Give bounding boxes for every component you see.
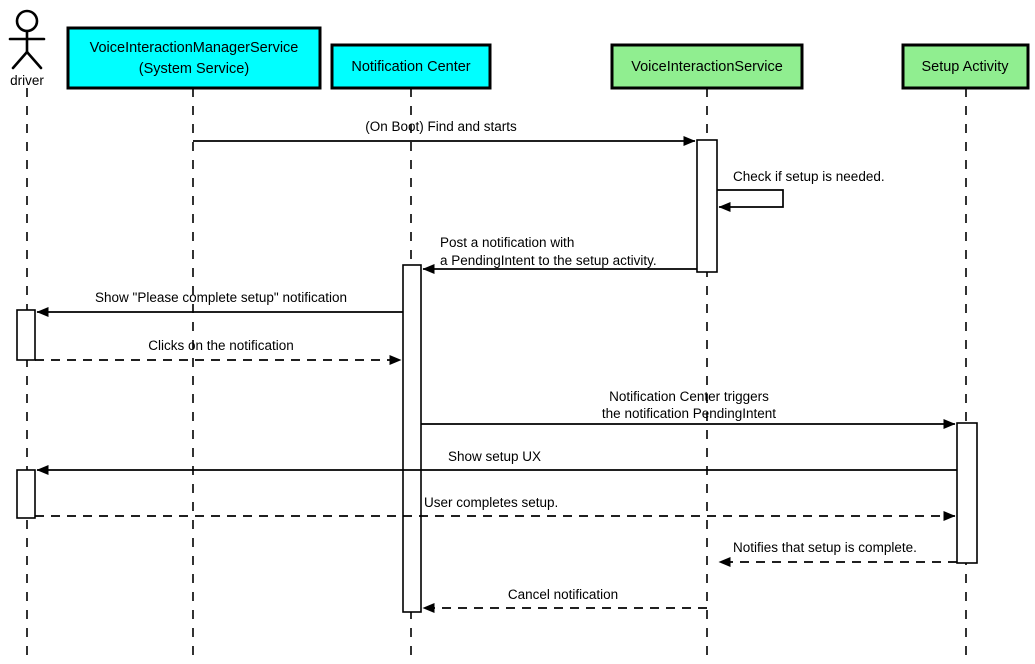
message-m3-label-line1: Post a notification with bbox=[440, 235, 574, 250]
message-m10-label: Cancel notification bbox=[508, 587, 618, 602]
message-clicks-on-the-notification[interactable]: Clicks on the notification bbox=[35, 338, 402, 365]
participant-setup-activity[interactable]: Setup Activity bbox=[901, 43, 1030, 90]
message-m8-label: User completes setup. bbox=[424, 495, 558, 510]
message-show-setup-ux[interactable]: Show setup UX bbox=[36, 449, 957, 475]
participant-notification-center-box[interactable] bbox=[330, 43, 492, 90]
message-m2-line bbox=[717, 189, 784, 212]
participant-vis[interactable]: VoiceInteractionService bbox=[610, 43, 804, 90]
message-on-boot-find-and-starts[interactable]: (On Boot) Find and starts bbox=[193, 119, 696, 146]
activations-group bbox=[16, 139, 978, 613]
message-show-please-complete-setup-notification[interactable]: Show "Please complete setup" notificatio… bbox=[36, 290, 403, 317]
actor-right-leg-icon bbox=[25, 50, 43, 70]
participant-vis-box[interactable] bbox=[610, 43, 804, 90]
participant-vims-label-line2: (System Service) bbox=[139, 61, 249, 77]
participant-vims-box[interactable] bbox=[66, 26, 322, 90]
actor-head-icon bbox=[15, 9, 39, 33]
activation-notification-center-1 bbox=[402, 264, 422, 613]
message-user-completes-setup[interactable]: User completes setup. bbox=[35, 495, 956, 521]
message-notification-center-triggers-pendingintent[interactable]: Notification Center triggers the notific… bbox=[421, 389, 956, 429]
message-m9-label: Notifies that setup is complete. bbox=[733, 540, 917, 555]
message-m6-label-line2: the notification PendingIntent bbox=[602, 406, 776, 421]
message-m5-label: Clicks on the notification bbox=[148, 338, 294, 353]
activation-vis-1 bbox=[696, 139, 718, 273]
participant-vis-label: VoiceInteractionService bbox=[631, 59, 783, 75]
participant-setup-activity-box[interactable] bbox=[901, 43, 1030, 90]
activation-driver-2 bbox=[16, 469, 36, 519]
participant-notification-center[interactable]: Notification Center bbox=[330, 43, 492, 90]
message-notifies-that-setup-is-complete[interactable]: Notifies that setup is complete. bbox=[718, 540, 957, 567]
message-m6-label-line1: Notification Center triggers bbox=[609, 389, 769, 404]
message-check-if-setup-is-needed[interactable]: Check if setup is needed. bbox=[717, 169, 885, 212]
message-m7-label: Show setup UX bbox=[448, 449, 541, 464]
participant-notification-center-label: Notification Center bbox=[351, 59, 470, 75]
activation-setup-activity-1 bbox=[956, 422, 978, 564]
actor-driver[interactable]: driver bbox=[8, 9, 46, 88]
participant-vims[interactable]: VoiceInteractionManagerService (System S… bbox=[66, 26, 322, 90]
message-m3-label-line2: a PendingIntent to the setup activity. bbox=[440, 253, 657, 268]
activation-driver-1 bbox=[16, 309, 36, 361]
participant-vims-label-line1: VoiceInteractionManagerService bbox=[90, 40, 299, 56]
message-m4-label: Show "Please complete setup" notificatio… bbox=[95, 290, 347, 305]
message-m2-label: Check if setup is needed. bbox=[733, 169, 885, 184]
message-m1-label: (On Boot) Find and starts bbox=[365, 119, 517, 134]
actor-left-leg-icon bbox=[11, 50, 29, 70]
message-cancel-notification[interactable]: Cancel notification bbox=[422, 587, 707, 613]
message-post-a-notification[interactable]: Post a notification with a PendingIntent… bbox=[422, 235, 697, 274]
actor-label: driver bbox=[10, 73, 44, 88]
participant-setup-activity-label: Setup Activity bbox=[921, 59, 1009, 75]
